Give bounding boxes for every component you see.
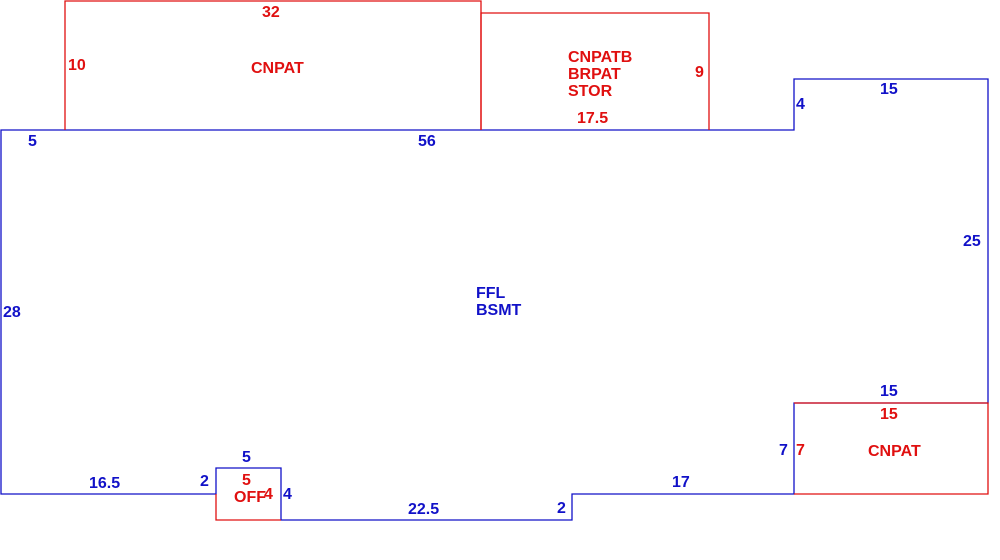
cnpat-north-dim-left: 10 [68, 57, 86, 74]
cnpat-southeast-label: CNPAT [868, 443, 921, 460]
dim-se-step: 7 [779, 442, 788, 459]
dim-south-right: 17 [672, 474, 690, 491]
storage-dim-bottom: 17.5 [577, 110, 608, 127]
storage-label-line-2: BRPAT [568, 66, 621, 83]
cnpat-north-label: CNPAT [251, 60, 304, 77]
dim-east: 25 [963, 233, 981, 250]
office-outline [215, 494, 281, 521]
dim-recess-right: 2 [557, 500, 566, 517]
dim-bump-top: 5 [242, 449, 251, 466]
cnpat-southeast-dim-top: 15 [880, 406, 898, 423]
dim-se-top: 15 [880, 383, 898, 400]
cnpat-southeast-outline [794, 402, 989, 495]
dim-bump-left: 2 [200, 473, 209, 490]
cnpat-southeast-dim-left: 7 [796, 442, 805, 459]
storage-porch-outline [480, 12, 710, 130]
cnpat-north-dim-top: 32 [262, 4, 280, 21]
dim-south-left: 16.5 [89, 475, 120, 492]
storage-dim-right: 9 [695, 64, 704, 81]
dim-north-left: 5 [28, 133, 37, 150]
main-area-outline [0, 78, 989, 521]
storage-label-line-1: CNPATB [568, 49, 632, 66]
dim-ne-step: 4 [796, 96, 805, 113]
dim-ne-top: 15 [880, 81, 898, 98]
main-area-name: FFL [476, 285, 506, 302]
main-area-sub: BSMT [476, 302, 522, 319]
storage-label-line-3: STOR [568, 83, 613, 100]
dim-bump-right: 4 [283, 486, 292, 503]
office-label: OFF [234, 489, 266, 506]
office-dim-right: 4 [264, 486, 273, 503]
dim-north-main: 56 [418, 133, 436, 150]
dim-west: 28 [3, 304, 21, 321]
dim-recess-bottom: 22.5 [408, 501, 439, 518]
office-dim-top: 5 [242, 472, 251, 489]
